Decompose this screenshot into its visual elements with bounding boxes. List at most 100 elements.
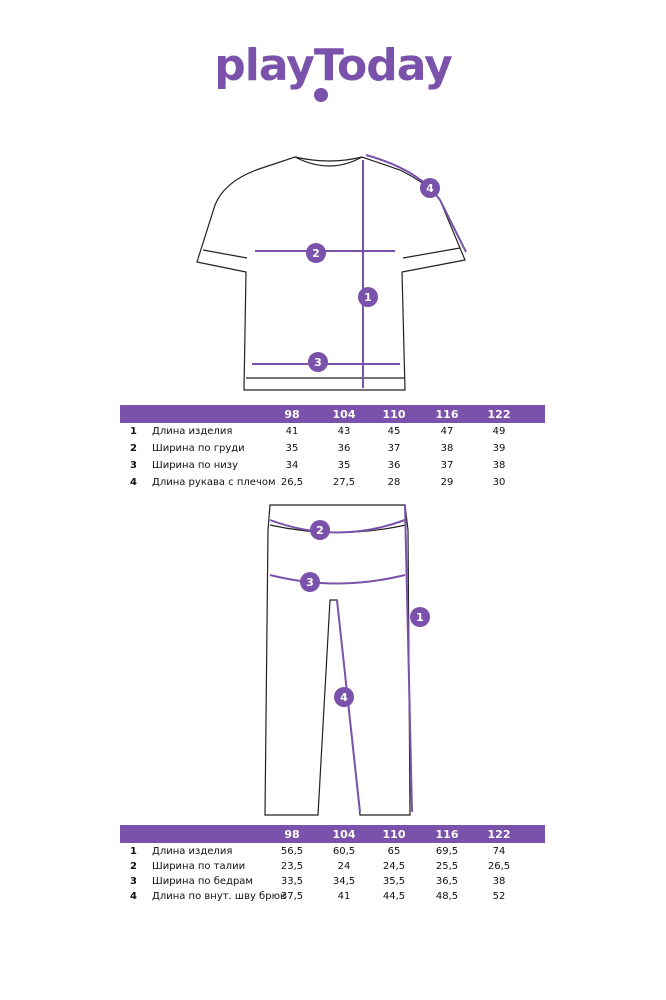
size-header: 122 — [487, 408, 511, 421]
measurement-label: Длина изделия — [152, 846, 233, 857]
measurement-value: 29 — [440, 477, 454, 488]
size-header: 110 — [382, 828, 406, 841]
table-row: 4 Длина рукава с плечом 26,5 27,5 28 29 30 — [120, 474, 545, 491]
measurement-value: 60,5 — [332, 846, 356, 857]
size-header: 98 — [284, 408, 300, 421]
measurement-value: 24 — [337, 861, 351, 872]
measurement-value: 38 — [440, 443, 454, 454]
size-header: 110 — [382, 408, 406, 421]
size-header: 122 — [487, 828, 511, 841]
size-header: 116 — [435, 408, 459, 421]
row-number: 2 — [130, 443, 137, 454]
measurement-value: 37 — [440, 460, 454, 471]
row-number: 2 — [130, 861, 137, 872]
row-number: 3 — [130, 460, 137, 471]
measurement-value: 56,5 — [280, 846, 304, 857]
pants-size-table: 98 104 110 116 122 1 Длина изделия 56,5 60,5 65 69… — [120, 825, 545, 903]
marker-label: 1 — [416, 611, 424, 624]
measurement-value: 52 — [492, 891, 506, 902]
row-number: 4 — [130, 477, 137, 488]
measurement-value: 74 — [492, 846, 506, 857]
measurement-value: 45 — [387, 426, 401, 437]
row-number: 4 — [130, 891, 137, 902]
marker-label: 1 — [364, 291, 372, 304]
size-header: 98 — [284, 828, 300, 841]
measurement-value: 24,5 — [382, 861, 406, 872]
measurement-value: 47 — [440, 426, 454, 437]
measurement-value: 48,5 — [435, 891, 459, 902]
measurement-value: 44,5 — [382, 891, 406, 902]
measurement-value: 33,5 — [280, 876, 304, 887]
measurement-label: Длина по внут. шву брюк — [152, 891, 287, 902]
measurement-value: 36 — [337, 443, 351, 454]
marker-4 — [420, 178, 440, 198]
brand-logo: playToday — [214, 40, 453, 91]
row-number: 1 — [130, 846, 137, 857]
marker-2 — [306, 243, 326, 263]
pants-marker-2 — [310, 520, 330, 540]
marker-label: 2 — [312, 247, 320, 260]
table-row: 1 Длина изделия 41 43 45 47 49 — [120, 423, 545, 440]
measurement-value: 26,5 — [487, 861, 511, 872]
measurement-label: Длина рукава с плечом — [152, 477, 276, 488]
size-header: 104 — [332, 828, 356, 841]
measurement-value: 23,5 — [280, 861, 304, 872]
pants-marker-3 — [300, 572, 320, 592]
measurement-value: 30 — [492, 477, 506, 488]
table-row: 2 Ширина по груди 35 36 37 38 39 — [120, 440, 545, 457]
measurement-value: 36,5 — [435, 876, 459, 887]
row-number: 3 — [130, 876, 137, 887]
marker-label: 2 — [316, 524, 324, 537]
measurement-label: Ширина по груди — [152, 443, 245, 454]
measurement-value: 41 — [337, 891, 351, 902]
measurement-value: 37 — [387, 443, 401, 454]
measurement-value: 43 — [337, 426, 351, 437]
measurement-value: 34,5 — [332, 876, 356, 887]
table-row: 3 Ширина по бедрам 33,5 34,5 35,5 36,5 38 — [120, 873, 545, 888]
measurement-label: Длина изделия — [152, 426, 233, 437]
measurement-value: 38 — [492, 460, 506, 471]
measurement-value: 35 — [285, 443, 299, 454]
measurement-value: 25,5 — [435, 861, 459, 872]
logo-dot — [314, 88, 328, 102]
size-header: 104 — [332, 408, 356, 421]
measurement-value: 34 — [285, 460, 299, 471]
measure-markers — [300, 178, 440, 707]
measurement-value: 49 — [492, 426, 506, 437]
table-row: 1 Длина изделия 56,5 60,5 65 69,5 74 — [120, 843, 545, 858]
table-row: 2 Ширина по талии 23,5 24 24,5 25,5 26,5 — [120, 858, 545, 873]
marker-1 — [358, 287, 378, 307]
measurement-value: 27,5 — [332, 477, 356, 488]
measurement-value: 65 — [387, 846, 401, 857]
measurement-label: Ширина по бедрам — [152, 876, 253, 887]
table-row: 3 Ширина по низу 34 35 36 37 38 — [120, 457, 545, 474]
pants-measure-lines — [269, 504, 413, 813]
measurement-value: 36 — [387, 460, 401, 471]
measurement-value: 35 — [337, 460, 351, 471]
measurement-value: 28 — [387, 477, 401, 488]
measurement-value: 37,5 — [280, 891, 304, 902]
size-header: 116 — [435, 828, 459, 841]
row-number: 1 — [130, 426, 137, 437]
measurement-value: 41 — [285, 426, 299, 437]
marker-3 — [308, 352, 328, 372]
table-header: 98 104 110 116 122 — [120, 825, 545, 843]
measurement-value: 35,5 — [382, 876, 406, 887]
pants-drawing — [264, 504, 411, 816]
marker-label: 4 — [426, 182, 434, 195]
marker-label: 3 — [314, 356, 322, 369]
pants-marker-1 — [410, 607, 430, 627]
measurement-value: 69,5 — [435, 846, 459, 857]
marker-label: 4 — [340, 691, 348, 704]
table-header: 98 104 110 116 122 — [120, 405, 545, 423]
measurement-value: 26,5 — [280, 477, 304, 488]
measurement-value: 38 — [492, 876, 506, 887]
measurement-label: Ширина по низу — [152, 460, 238, 471]
measurement-label: Ширина по талии — [152, 861, 246, 872]
measurement-value: 39 — [492, 443, 506, 454]
pants-marker-4 — [334, 687, 354, 707]
